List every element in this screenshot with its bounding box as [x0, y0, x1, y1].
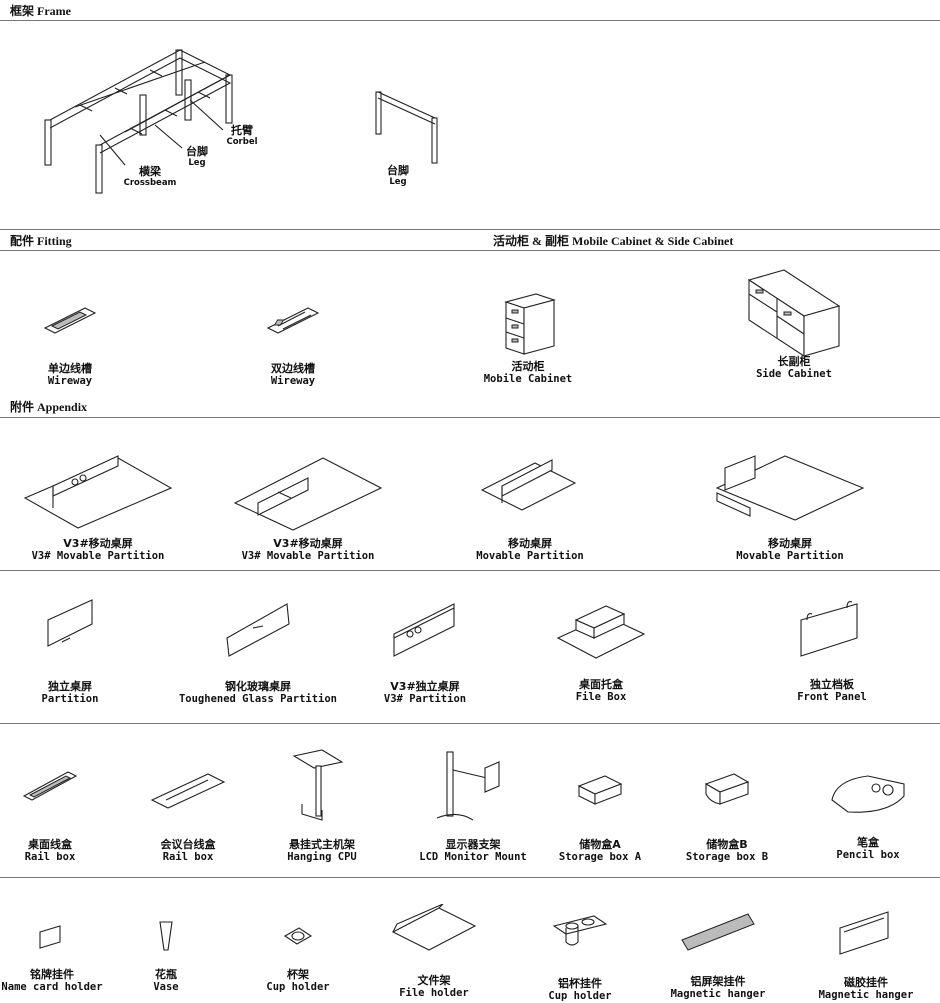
partition-icon — [715, 455, 865, 521]
appendix-hanging-cpu: 悬挂式主机架 Hanging CPU — [242, 748, 402, 864]
name-card-holder-icon — [39, 925, 61, 949]
cup-holder-icon — [552, 915, 608, 946]
partition-icon — [233, 457, 383, 531]
magnetic-hanger-icon — [681, 913, 755, 951]
desk-frame-illustration — [44, 49, 233, 194]
storage-box-icon — [577, 775, 623, 805]
appendix-storage-box-a: 储物盒A Storage box A — [520, 770, 680, 864]
appendix-storage-box-b: 储物盒B Storage box B — [647, 770, 807, 864]
monitor-mount-icon — [436, 751, 500, 821]
rail-box-icon — [150, 773, 226, 809]
appendix-v3-partition: V3#独立桌屏 V3# Partition — [345, 598, 505, 706]
appendix-magnetic-hanger: 磁胶挂件 Magnetic hanger — [786, 908, 940, 1002]
fitting-double-wireway: 双边线槽 Wireway — [213, 300, 373, 388]
pencil-box-icon — [831, 775, 905, 813]
appendix-lcd-monitor-mount: 显示器支架 LCD Monitor Mount — [393, 748, 553, 864]
file-holder-icon — [391, 904, 477, 951]
file-box-icon — [556, 605, 646, 659]
appendix-front-panel: 独立档板 Front Panel — [752, 598, 912, 704]
appendix-rail-box: 桌面线盒 Rail box — [0, 760, 130, 864]
front-panel-icon — [800, 601, 858, 657]
appendix-name-card-holder: 铭牌挂件 Name card holder — [0, 922, 132, 994]
appendix-v3-movable-partition: V3#移动桌屏 V3# Movable Partition — [18, 448, 178, 563]
appendix-pencil-box: 笔盒 Pencil box — [788, 768, 940, 862]
label-crossbeam: 横梁 Crossbeam — [123, 165, 177, 188]
appendix-toughened-glass-partition: 钢化玻璃桌屏 Toughened Glass Partition — [178, 598, 338, 706]
section-fitting-title: 配件 Fitting — [10, 234, 72, 248]
appendix-file-box: 桌面托盒 File Box — [521, 598, 681, 704]
partition-icon — [393, 603, 455, 657]
wireway-icon — [43, 307, 97, 334]
wireway-icon — [266, 307, 320, 334]
divider — [0, 229, 940, 230]
label-leg-single: 台脚 Leg — [387, 164, 409, 187]
label-leg: 台脚 Leg — [186, 145, 208, 168]
divider — [0, 250, 940, 251]
mobile-cabinet: 活动柜 Mobile Cabinet — [448, 290, 608, 386]
section-frame-title: 框架 Frame — [10, 4, 71, 18]
divider — [0, 417, 940, 418]
magnetic-hanger-icon — [839, 911, 889, 955]
partition-icon — [480, 459, 577, 511]
storage-box-icon — [704, 773, 750, 805]
appendix-aluminium-magnetic-hanger: 铝屏架挂件 Magnetic hanger — [638, 910, 798, 1001]
appendix-meeting-rail-box: 会议台线盒 Rail box — [108, 760, 268, 864]
appendix-vase: 花瓶 Vase — [86, 920, 246, 994]
divider — [0, 570, 940, 571]
mobile-cabinet-icon — [504, 293, 556, 355]
divider — [0, 20, 940, 21]
divider — [0, 877, 940, 878]
side-cabinet: 长副柜 Side Cabinet — [714, 268, 874, 381]
divider — [0, 723, 940, 724]
fitting-single-wireway: 单边线槽 Wireway — [0, 300, 150, 388]
glass-partition-icon — [226, 603, 290, 657]
appendix-cup-holder: 杯架 Cup holder — [218, 924, 378, 994]
partition-icon — [23, 455, 173, 529]
section-appendix-title: 附件 Appendix — [10, 400, 88, 414]
partition-icon — [47, 599, 93, 647]
label-corbel: 托臂 Corbel — [226, 124, 258, 147]
single-leg-illustration — [375, 91, 438, 164]
section-cabinet-title: 活动柜 & 副柜 Mobile Cabinet & Side Cabinet — [493, 234, 734, 248]
hanging-cpu-icon — [292, 749, 344, 821]
appendix-movable-partition-2: 移动桌屏 Movable Partition — [710, 448, 870, 563]
appendix-partition: 独立桌屏 Partition — [0, 598, 150, 706]
appendix-movable-partition: 移动桌屏 Movable Partition — [450, 448, 610, 563]
appendix-aluminium-cup-holder: 铝杯挂件 Cup holder — [500, 912, 660, 1003]
appendix-v3-movable-partition-2: V3#移动桌屏 V3# Movable Partition — [228, 448, 388, 563]
rail-box-icon — [22, 771, 78, 801]
cup-holder-icon — [283, 927, 313, 945]
side-cabinet-icon — [747, 269, 841, 358]
vase-icon — [159, 921, 173, 951]
appendix-file-holder: 文件架 File holder — [354, 904, 514, 1000]
